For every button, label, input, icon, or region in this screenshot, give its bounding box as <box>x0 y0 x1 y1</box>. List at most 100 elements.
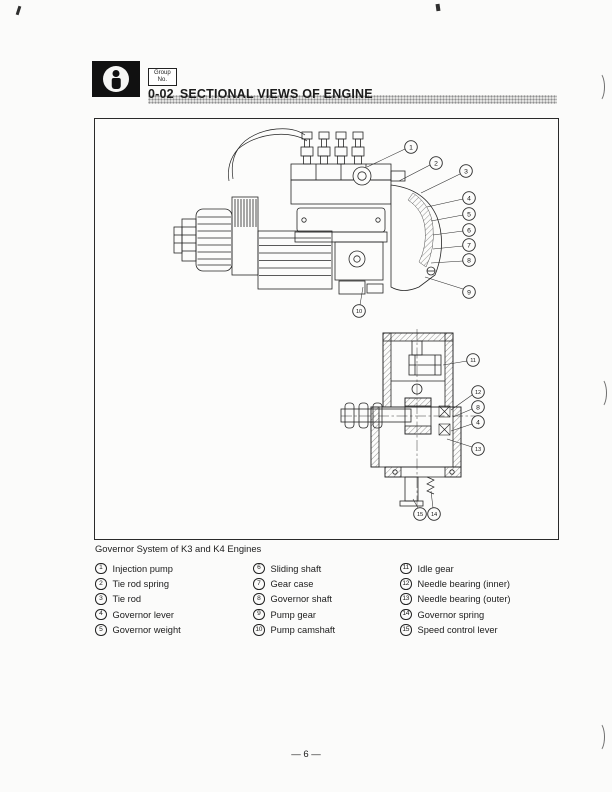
svg-text:11: 11 <box>470 358 476 364</box>
legend-label: Tie rod spring <box>112 578 170 589</box>
scan-mark-top-left <box>15 5 22 16</box>
svg-text:15: 15 <box>417 512 423 518</box>
icon-glyph-bar <box>111 77 121 89</box>
scan-curve-right-middle <box>594 378 607 408</box>
svg-text:8: 8 <box>467 257 471 264</box>
callout-number: 8 <box>253 593 265 605</box>
legend-item: 6 Sliding shaft <box>253 561 400 576</box>
callout-number: 9 <box>253 608 265 621</box>
legend-label: Pump camshaft <box>270 624 336 635</box>
callout-number: 12 <box>400 578 412 590</box>
legend-item: 3 Tie rod <box>95 592 253 607</box>
svg-text:14: 14 <box>431 512 437 518</box>
callout-top-7: 7 <box>432 238 476 252</box>
callout-top-2: 2 <box>398 156 443 182</box>
icon-glyph-dot <box>112 69 120 77</box>
legend-label: Governor shaft <box>270 594 333 605</box>
callout-number: 6 <box>253 562 265 575</box>
legend-label: Needle bearing (inner) <box>417 578 511 589</box>
legend-label: Tie rod <box>112 594 142 605</box>
callout-bottom-13: 13 <box>446 438 485 456</box>
svg-text:4: 4 <box>467 195 471 202</box>
group-no-box: Group No. <box>148 68 177 86</box>
legend-label: Governor spring <box>417 609 485 620</box>
callout-top-6: 6 <box>432 223 476 237</box>
svg-text:5: 5 <box>467 211 471 218</box>
callout-number: 3 <box>95 593 107 605</box>
callout-number: 1 <box>95 562 107 575</box>
svg-text:6: 6 <box>467 227 471 234</box>
legend-label: Governor weight <box>112 624 181 635</box>
legend-item: 11 Idle gear <box>400 561 560 576</box>
callout-top-8: 8 <box>430 253 476 267</box>
icon-circle <box>103 66 129 92</box>
page-number: — 6 — <box>291 749 321 760</box>
svg-text:10: 10 <box>356 309 362 315</box>
callout-top-1: 1 <box>366 140 418 168</box>
legend-label: Pump gear <box>270 609 316 620</box>
callout-number: 7 <box>253 578 265 590</box>
callout-bottom-14: 14 <box>427 490 441 521</box>
legend-label: Speed control lever <box>417 624 498 635</box>
callout-number: 4 <box>95 608 107 621</box>
svg-text:1: 1 <box>409 144 413 151</box>
callout-bottom-8: 8 <box>452 400 485 418</box>
legend-item: 8 Governor shaft <box>253 592 400 607</box>
figure-caption: Governor System of K3 and K4 Engines <box>95 543 262 554</box>
legend-item: 10 Pump camshaft <box>253 622 400 637</box>
callout-top-9: 9 <box>424 276 476 299</box>
svg-text:13: 13 <box>475 447 481 453</box>
svg-text:3: 3 <box>464 168 468 175</box>
bottom-sectional-view <box>340 329 481 517</box>
callout-number: 13 <box>400 593 412 605</box>
figure-svg: 1 2 3 4 5 6 7 8 9 10 11 12 8 4 13 15 14 <box>173 128 485 521</box>
legend-label: Gear case <box>270 578 314 589</box>
group-label-line2: No. <box>157 77 168 83</box>
legend-item: 13 Needle bearing (outer) <box>400 592 560 607</box>
callout-bottom-4: 4 <box>450 415 485 432</box>
callout-top-10: 10 <box>352 286 366 318</box>
callout-top-4: 4 <box>426 191 476 208</box>
legend-column-3: 11 Idle gear 12 Needle bearing (inner) 13 N… <box>400 561 560 637</box>
legend-item: 7 Gear case <box>253 576 400 591</box>
legend-column-2: 6 Sliding shaft 7 Gear case 8 Governor shaf… <box>253 561 400 637</box>
legend-label: Idle gear <box>417 563 454 574</box>
legend-item: 2 Tie rod spring <box>95 576 253 591</box>
legend-item: 9 Pump gear <box>253 607 400 622</box>
callout-number: 11 <box>400 562 412 575</box>
callout-bottom-15: 15 <box>412 498 427 521</box>
delivery-valve-holders <box>300 131 365 165</box>
engine-sectional-figure: 1 2 3 4 5 6 7 8 9 10 11 12 8 4 13 15 14 <box>94 118 559 540</box>
callout-number: 10 <box>253 624 265 636</box>
section-title: SECTIONAL VIEWS OF ENGINE <box>179 87 373 101</box>
legend-item: 5 Governor weight <box>95 622 253 637</box>
svg-text:9: 9 <box>467 289 471 296</box>
callout-top-5: 5 <box>430 207 476 222</box>
scan-curve-right-top <box>592 72 605 102</box>
title-underline-band <box>148 95 557 104</box>
svg-text:2: 2 <box>434 160 438 167</box>
group-label-line1: Group <box>154 70 171 76</box>
top-sectional-view <box>173 128 442 295</box>
svg-text:12: 12 <box>475 390 481 396</box>
callout-top-3: 3 <box>420 164 473 194</box>
scan-curve-right-bottom <box>592 722 605 752</box>
callout-number: 2 <box>95 578 107 590</box>
callout-bottom-12: 12 <box>450 385 485 411</box>
scan-mark-top-center <box>435 3 441 12</box>
legend-item: 4 Governor lever <box>95 607 253 622</box>
callout-number: 15 <box>400 624 412 636</box>
legend-label: Governor lever <box>112 609 175 620</box>
svg-text:7: 7 <box>467 242 471 249</box>
legend-label: Needle bearing (outer) <box>417 594 511 605</box>
callout-bottom-11: 11 <box>442 353 480 367</box>
legend-label: Sliding shaft <box>270 563 322 574</box>
callout-number: 5 <box>95 624 107 636</box>
